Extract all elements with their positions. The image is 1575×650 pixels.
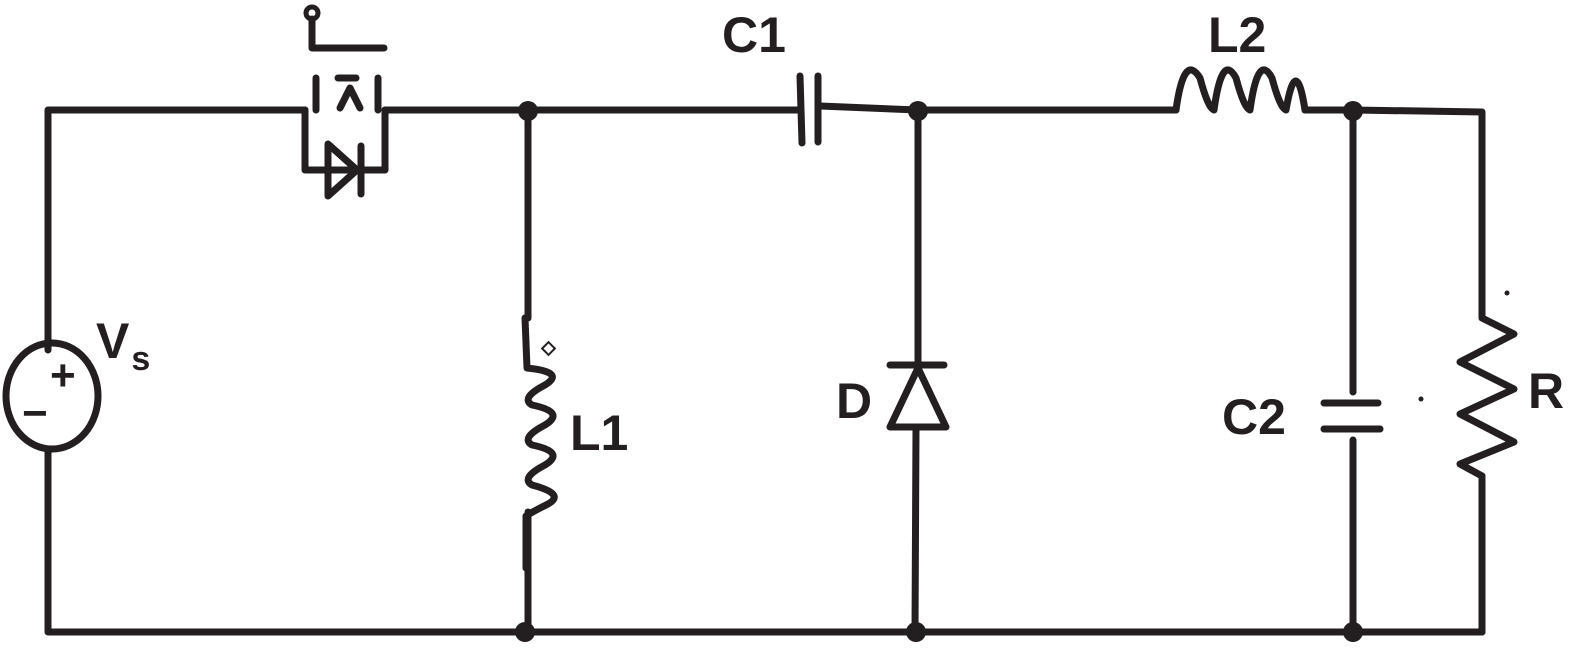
voltage-source-plus: + (50, 351, 76, 400)
l2-coil (1172, 66, 1309, 114)
c1-label: C1 (722, 7, 786, 63)
wire-bottom-rail (44, 446, 1486, 636)
inductor-l1: L1 (521, 314, 628, 572)
stray-dot-3 (1418, 396, 1424, 402)
node-bottom-3 (1343, 622, 1363, 642)
c2-label: C2 (1222, 389, 1286, 445)
diode-label: D (836, 373, 872, 429)
body-diode-triangle (324, 140, 361, 200)
stray-marks (540, 290, 1510, 402)
diode-triangle (886, 364, 950, 431)
node-bottom-2 (906, 622, 926, 642)
capacitor-c2: C2 (1222, 389, 1384, 445)
capacitor-c1: C1 (722, 7, 822, 147)
r-label: R (1528, 363, 1564, 419)
voltage-source-body (2, 339, 102, 453)
wire-top-left (44, 106, 309, 354)
junction-nodes (515, 101, 1363, 642)
resistor-r: R (1456, 264, 1564, 480)
voltage-source-label: Vs (96, 313, 150, 378)
l1-coil (521, 314, 558, 572)
channel-arrow (336, 84, 364, 112)
stray-dot-1 (540, 340, 557, 357)
wire-node3-to-right (1349, 106, 1486, 272)
inductor-l2: L2 (1172, 7, 1309, 114)
mosfet-switch (301, 4, 389, 200)
node-top-3 (1343, 101, 1363, 121)
voltage-source-minus: − (22, 389, 48, 438)
node-top-1 (518, 101, 538, 121)
node-bottom-1 (515, 622, 535, 642)
l2-label: L2 (1208, 7, 1266, 63)
node-top-2 (908, 101, 928, 121)
c1-plate-left (796, 72, 806, 147)
stray-dot-2 (1504, 290, 1510, 296)
wire-c1-to-node2 (816, 102, 922, 114)
voltage-source: + − Vs (2, 313, 150, 453)
wire-d-bottom (911, 424, 920, 636)
voltage-source-letter: V (96, 313, 130, 369)
r-zigzag (1456, 264, 1518, 480)
diode-d: D (836, 361, 950, 431)
voltage-source-subscript: s (131, 340, 150, 378)
wires (44, 102, 1486, 636)
l1-label: L1 (570, 405, 628, 461)
gate-lead (308, 15, 388, 52)
body-diode-loop (301, 106, 389, 174)
